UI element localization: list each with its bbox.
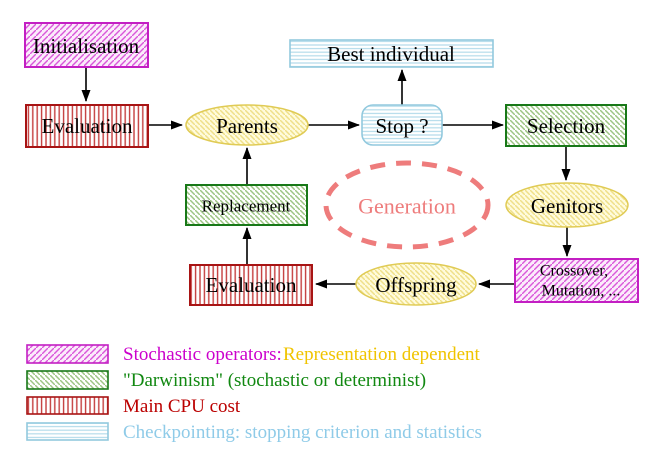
node-stop: Stop ?: [361, 104, 443, 146]
generation-dashed-ellipse: [323, 160, 491, 250]
legend-item-stochastic: Stochastic operators: Representation dep…: [26, 344, 481, 365]
replacement-box: [185, 184, 308, 226]
initialisation-label: Initialisation: [33, 34, 140, 58]
legend-swatch-stochastic: [26, 344, 109, 364]
evaluation-top-box: [25, 104, 149, 148]
offspring-label: Offspring: [375, 273, 457, 297]
legend-note-representation: Representation dependent: [283, 344, 481, 365]
node-crossover-mutation: Crossover, Mutation, ...: [514, 258, 639, 303]
node-generation: Generation: [323, 160, 491, 250]
parents-ellipse: [185, 104, 309, 146]
legend-swatch-checkpointing: [26, 422, 109, 441]
crossover-label-line2: Mutation, ...: [542, 283, 621, 300]
legend-label-cpu: Main CPU cost: [123, 396, 241, 417]
legend-swatch-cpu: [26, 396, 109, 415]
evaluation-top-label: Evaluation: [42, 114, 133, 138]
genitors-ellipse: [505, 182, 629, 228]
parents-label: Parents: [216, 114, 278, 138]
node-evaluation-top: Evaluation: [25, 104, 149, 148]
node-genitors: Genitors: [505, 182, 629, 228]
legend-label-stochastic: Stochastic operators:: [123, 344, 282, 365]
node-selection: Selection: [505, 104, 627, 147]
node-parents: Parents: [185, 104, 309, 146]
evaluation-bottom-label: Evaluation: [206, 273, 297, 297]
legend: Stochastic operators: Representation dep…: [26, 344, 482, 443]
legend-item-checkpointing: Checkpointing: stopping criterion and st…: [26, 422, 482, 443]
legend-item-cpu: Main CPU cost: [26, 396, 241, 417]
generation-label: Generation: [358, 194, 456, 219]
evaluation-bottom-box: [189, 264, 313, 306]
legend-item-darwinism: "Darwinism" (stochastic or determinist): [26, 370, 426, 391]
replacement-label: Replacement: [202, 197, 291, 216]
node-evaluation-bottom: Evaluation: [189, 264, 313, 306]
best-individual-label: Best individual: [327, 42, 455, 66]
node-offspring: Offspring: [355, 262, 477, 306]
node-best-individual: Best individual: [289, 39, 494, 68]
selection-label: Selection: [527, 114, 606, 138]
legend-label-checkpointing: Checkpointing: stopping criterion and st…: [123, 422, 482, 443]
stop-label: Stop ?: [375, 114, 428, 138]
node-replacement: Replacement: [185, 184, 308, 226]
initialisation-box: [24, 22, 149, 68]
selection-box: [505, 104, 627, 147]
genitors-label: Genitors: [531, 194, 603, 218]
best-individual-box: [289, 39, 494, 68]
legend-swatch-darwinism: [26, 370, 109, 390]
offspring-ellipse: [355, 262, 477, 306]
legend-label-darwinism: "Darwinism" (stochastic or determinist): [123, 370, 426, 391]
node-initialisation: Initialisation: [24, 22, 149, 68]
crossover-mutation-box: [514, 258, 639, 303]
stop-box: [361, 104, 443, 146]
crossover-label-line1: Crossover,: [540, 263, 608, 280]
